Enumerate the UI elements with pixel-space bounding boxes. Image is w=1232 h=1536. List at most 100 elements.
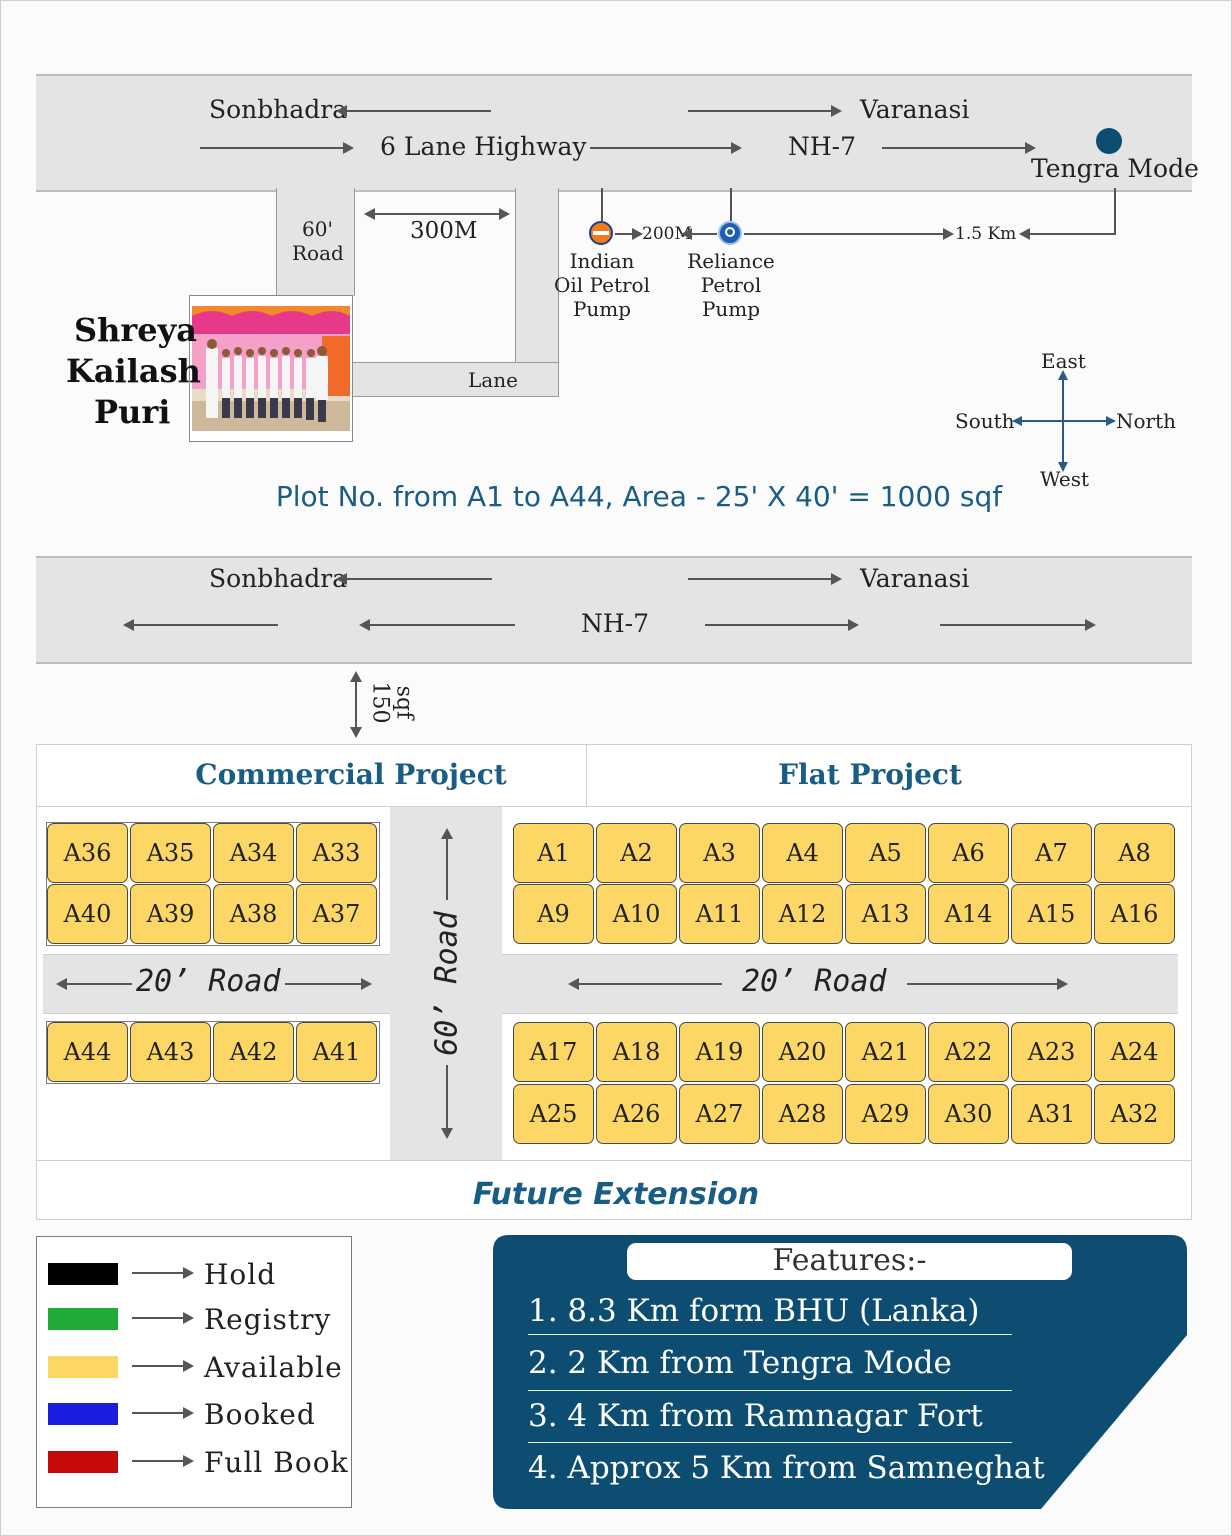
label-road: Road bbox=[292, 241, 344, 265]
plot-cell[interactable]: A10 bbox=[596, 884, 677, 944]
label-1-5km: 1.5 Km bbox=[955, 224, 1017, 244]
connector-reliance bbox=[730, 188, 732, 221]
lane-horizontal bbox=[353, 362, 559, 397]
plot-cell[interactable]: A29 bbox=[845, 1084, 926, 1144]
arrow-highway-2 bbox=[590, 142, 742, 154]
plot-cell[interactable]: A32 bbox=[1094, 1084, 1175, 1144]
plot-cell[interactable]: A16 bbox=[1094, 884, 1175, 944]
label-300m: 300M bbox=[410, 218, 478, 244]
plot-cell[interactable]: A13 bbox=[845, 884, 926, 944]
road-60ft-arrow-top bbox=[441, 828, 453, 839]
plot-cell[interactable]: A37 bbox=[296, 884, 377, 944]
road-20ft-right-label: 20’ Road bbox=[722, 964, 907, 999]
setback-arrow-top bbox=[350, 671, 362, 682]
arrow-300m bbox=[364, 208, 510, 220]
highway-band bbox=[36, 74, 1192, 192]
plot-cell[interactable]: A15 bbox=[1011, 884, 1092, 944]
site-photo-image bbox=[192, 306, 350, 431]
header-divider-horizontal bbox=[36, 806, 1192, 807]
label-60ft: 60' bbox=[302, 217, 333, 241]
plot-cell[interactable]: A31 bbox=[1011, 1084, 1092, 1144]
compass-west: West bbox=[1040, 467, 1090, 491]
plot-cell[interactable]: A20 bbox=[762, 1022, 843, 1082]
plot-cell[interactable]: A2 bbox=[596, 823, 677, 883]
plot-cell[interactable]: A21 bbox=[845, 1022, 926, 1082]
plot-cell[interactable]: A18 bbox=[596, 1022, 677, 1082]
tengra-mode-marker-icon bbox=[1096, 128, 1122, 154]
flat-project-header: Flat Project bbox=[778, 758, 962, 791]
plot-cell[interactable]: A6 bbox=[928, 823, 1009, 883]
plot-cell[interactable]: A25 bbox=[513, 1084, 594, 1144]
road-60ft-strip bbox=[276, 188, 355, 296]
plot-cell[interactable]: A43 bbox=[130, 1022, 211, 1082]
plot-cell[interactable]: A39 bbox=[130, 884, 211, 944]
label-tengra-mode: Tengra Mode bbox=[1031, 154, 1199, 183]
nh7-band bbox=[36, 556, 1192, 664]
legend-swatch bbox=[48, 1356, 118, 1378]
plot-cell[interactable]: A36 bbox=[47, 823, 128, 883]
legend-label: Registry bbox=[204, 1303, 332, 1336]
plot-cell[interactable]: A22 bbox=[928, 1022, 1009, 1082]
label-sonbhadra-layout: Sonbhadra bbox=[209, 564, 348, 593]
plot-cell[interactable]: A7 bbox=[1011, 823, 1092, 883]
arrow-highway-1 bbox=[200, 142, 354, 154]
feature-divider-1 bbox=[528, 1334, 1012, 1335]
plot-cell[interactable]: A38 bbox=[213, 884, 294, 944]
plot-cell[interactable]: A1 bbox=[513, 823, 594, 883]
feature-divider-3 bbox=[528, 1442, 1012, 1443]
road-60ft-label: 60’ Road bbox=[429, 911, 465, 1056]
legend-swatch bbox=[48, 1451, 118, 1473]
plot-cell[interactable]: A41 bbox=[296, 1022, 377, 1082]
connector-indian-oil bbox=[601, 188, 603, 221]
plot-cell[interactable]: A40 bbox=[47, 884, 128, 944]
label-nh7-layout: NH-7 bbox=[581, 609, 650, 638]
plot-cell[interactable]: A9 bbox=[513, 884, 594, 944]
commercial-block-2 bbox=[46, 1021, 380, 1084]
plot-cell[interactable]: A3 bbox=[679, 823, 760, 883]
setback-label: 150 sqf bbox=[368, 680, 436, 736]
legend-swatch bbox=[48, 1263, 118, 1285]
plot-cell[interactable]: A19 bbox=[679, 1022, 760, 1082]
plot-cell[interactable]: A33 bbox=[296, 823, 377, 883]
label-nh7-top: NH-7 bbox=[788, 132, 857, 161]
road-60ft-arrow-bottom bbox=[441, 1128, 453, 1139]
compass-north: North bbox=[1116, 409, 1177, 433]
plot-cell[interactable]: A44 bbox=[47, 1022, 128, 1082]
setback-unit: sqf bbox=[391, 685, 417, 720]
plot-cell[interactable]: A27 bbox=[679, 1084, 760, 1144]
site-name-line1: Shreya bbox=[74, 311, 197, 349]
plot-cell[interactable]: A24 bbox=[1094, 1022, 1175, 1082]
feature-item-2: 2. 2 Km from Tengra Mode bbox=[528, 1345, 952, 1381]
feature-item-3: 3. 4 Km from Ramnagar Fort bbox=[528, 1398, 983, 1434]
arrow-reliance-to-1-5km bbox=[744, 228, 954, 240]
plot-cell[interactable]: A8 bbox=[1094, 823, 1175, 883]
plot-cell[interactable]: A34 bbox=[213, 823, 294, 883]
plot-cell[interactable]: A4 bbox=[762, 823, 843, 883]
plot-cell[interactable]: A11 bbox=[679, 884, 760, 944]
plot-cell[interactable]: A17 bbox=[513, 1022, 594, 1082]
arrow-tengra-to-1-5km bbox=[1019, 228, 1116, 240]
legend-label: Full Book bbox=[204, 1446, 349, 1479]
site-photo bbox=[189, 295, 353, 442]
site-name-line2: Kailash bbox=[66, 352, 201, 390]
future-extension-label: Future Extension bbox=[472, 1177, 760, 1212]
plot-cell[interactable]: A42 bbox=[213, 1022, 294, 1082]
plot-cell[interactable]: A5 bbox=[845, 823, 926, 883]
lane-vertical bbox=[515, 188, 559, 396]
features-panel bbox=[493, 1235, 1187, 1509]
compass-south: South bbox=[955, 409, 1015, 433]
feature-item-4: 4. Approx 5 Km from Samneghat bbox=[528, 1450, 1045, 1486]
plot-cell[interactable]: A30 bbox=[928, 1084, 1009, 1144]
plot-cell[interactable]: A26 bbox=[596, 1084, 677, 1144]
compass-rose-icon bbox=[1012, 370, 1116, 472]
arrow-layout-nh-3 bbox=[705, 619, 859, 631]
plot-cell[interactable]: A23 bbox=[1011, 1022, 1092, 1082]
arrow-layout-nh-1 bbox=[123, 619, 278, 631]
label-sonbhadra-top: Sonbhadra bbox=[209, 95, 348, 124]
commercial-project-header: Commercial Project bbox=[195, 758, 507, 791]
plot-cell[interactable]: A35 bbox=[130, 823, 211, 883]
plot-cell[interactable]: A14 bbox=[928, 884, 1009, 944]
road-60ft-label-bg bbox=[432, 900, 462, 1065]
plot-cell[interactable]: A12 bbox=[762, 884, 843, 944]
plot-cell[interactable]: A28 bbox=[762, 1084, 843, 1144]
